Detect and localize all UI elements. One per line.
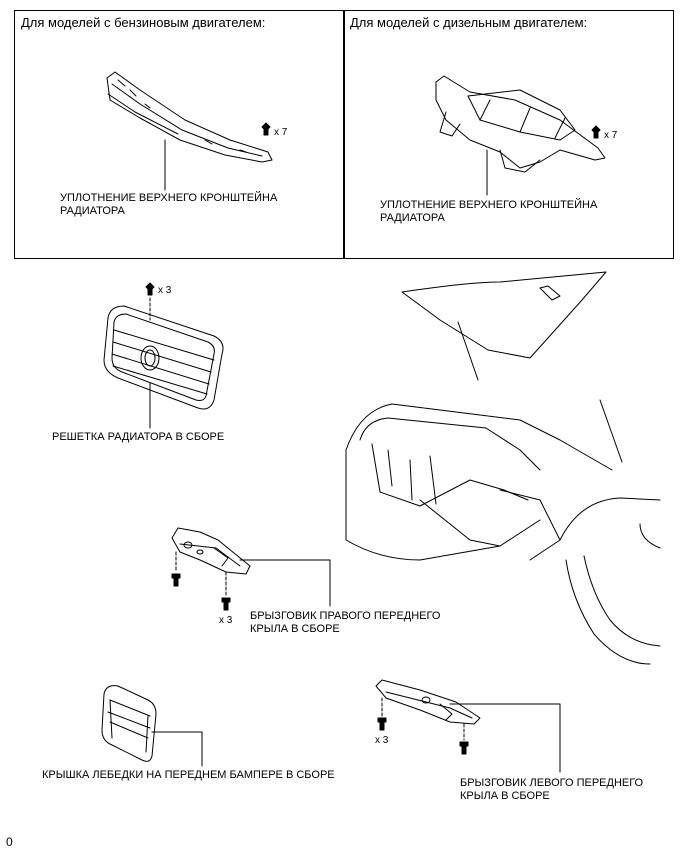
grille-label: РЕШЕТКА РАДИАТОРА В СБОРЕ <box>52 431 225 443</box>
petrol-clip-icon <box>261 122 271 136</box>
diesel-clip-icon <box>591 125 601 139</box>
right-splash-bolt-quantity: x 3 <box>219 615 233 626</box>
right-splash-bolt-icon <box>171 573 231 611</box>
diesel-panel <box>343 10 674 259</box>
grille-drawing <box>103 305 224 429</box>
diesel-panel-header: Для моделей с дизельным двигателем: <box>350 15 588 30</box>
vehicle-drawing <box>345 271 661 665</box>
right-splash-label: БРЫЗГОВИК ПРАВОГО ПЕРЕДНЕГО КРЫЛА В СБОР… <box>250 610 441 635</box>
left-splash-bolt-quantity: x 3 <box>375 735 389 746</box>
right-splash-drawing <box>171 527 331 607</box>
petrol-seal-label: УПЛОТНЕНИЕ ВЕРХНЕГО КРОНШТЕЙНА РАДИАТОРА <box>60 192 278 217</box>
left-splash-drawing <box>375 679 561 773</box>
winch-cover-drawing <box>101 685 203 767</box>
diesel-seal-drawing <box>435 75 606 196</box>
petrol-clip-quantity: x 7 <box>274 127 288 138</box>
petrol-panel-header: Для моделей с бензиновым двигателем: <box>21 15 266 30</box>
grille-clip-icon <box>145 282 155 321</box>
petrol-seal-drawing <box>106 71 273 191</box>
diesel-seal-label: УПЛОТНЕНИЕ ВЕРХНЕГО КРОНШТЕЙНА РАДИАТОРА <box>380 199 598 224</box>
left-splash-label: БРЫЗГОВИК ЛЕВОГО ПЕРЕДНЕГО КРЫЛА В СБОРЕ <box>460 777 644 802</box>
grille-clip-quantity: x 3 <box>158 285 172 296</box>
left-splash-bolt-icon <box>377 717 469 755</box>
winch-cover-label: КРЫШКА ЛЕБЕДКИ НА ПЕРЕДНЕМ БАМПЕРЕ В СБО… <box>42 769 335 781</box>
diesel-clip-quantity: x 7 <box>604 130 618 141</box>
petrol-panel <box>14 10 345 259</box>
page-marker: 0 <box>6 835 13 849</box>
